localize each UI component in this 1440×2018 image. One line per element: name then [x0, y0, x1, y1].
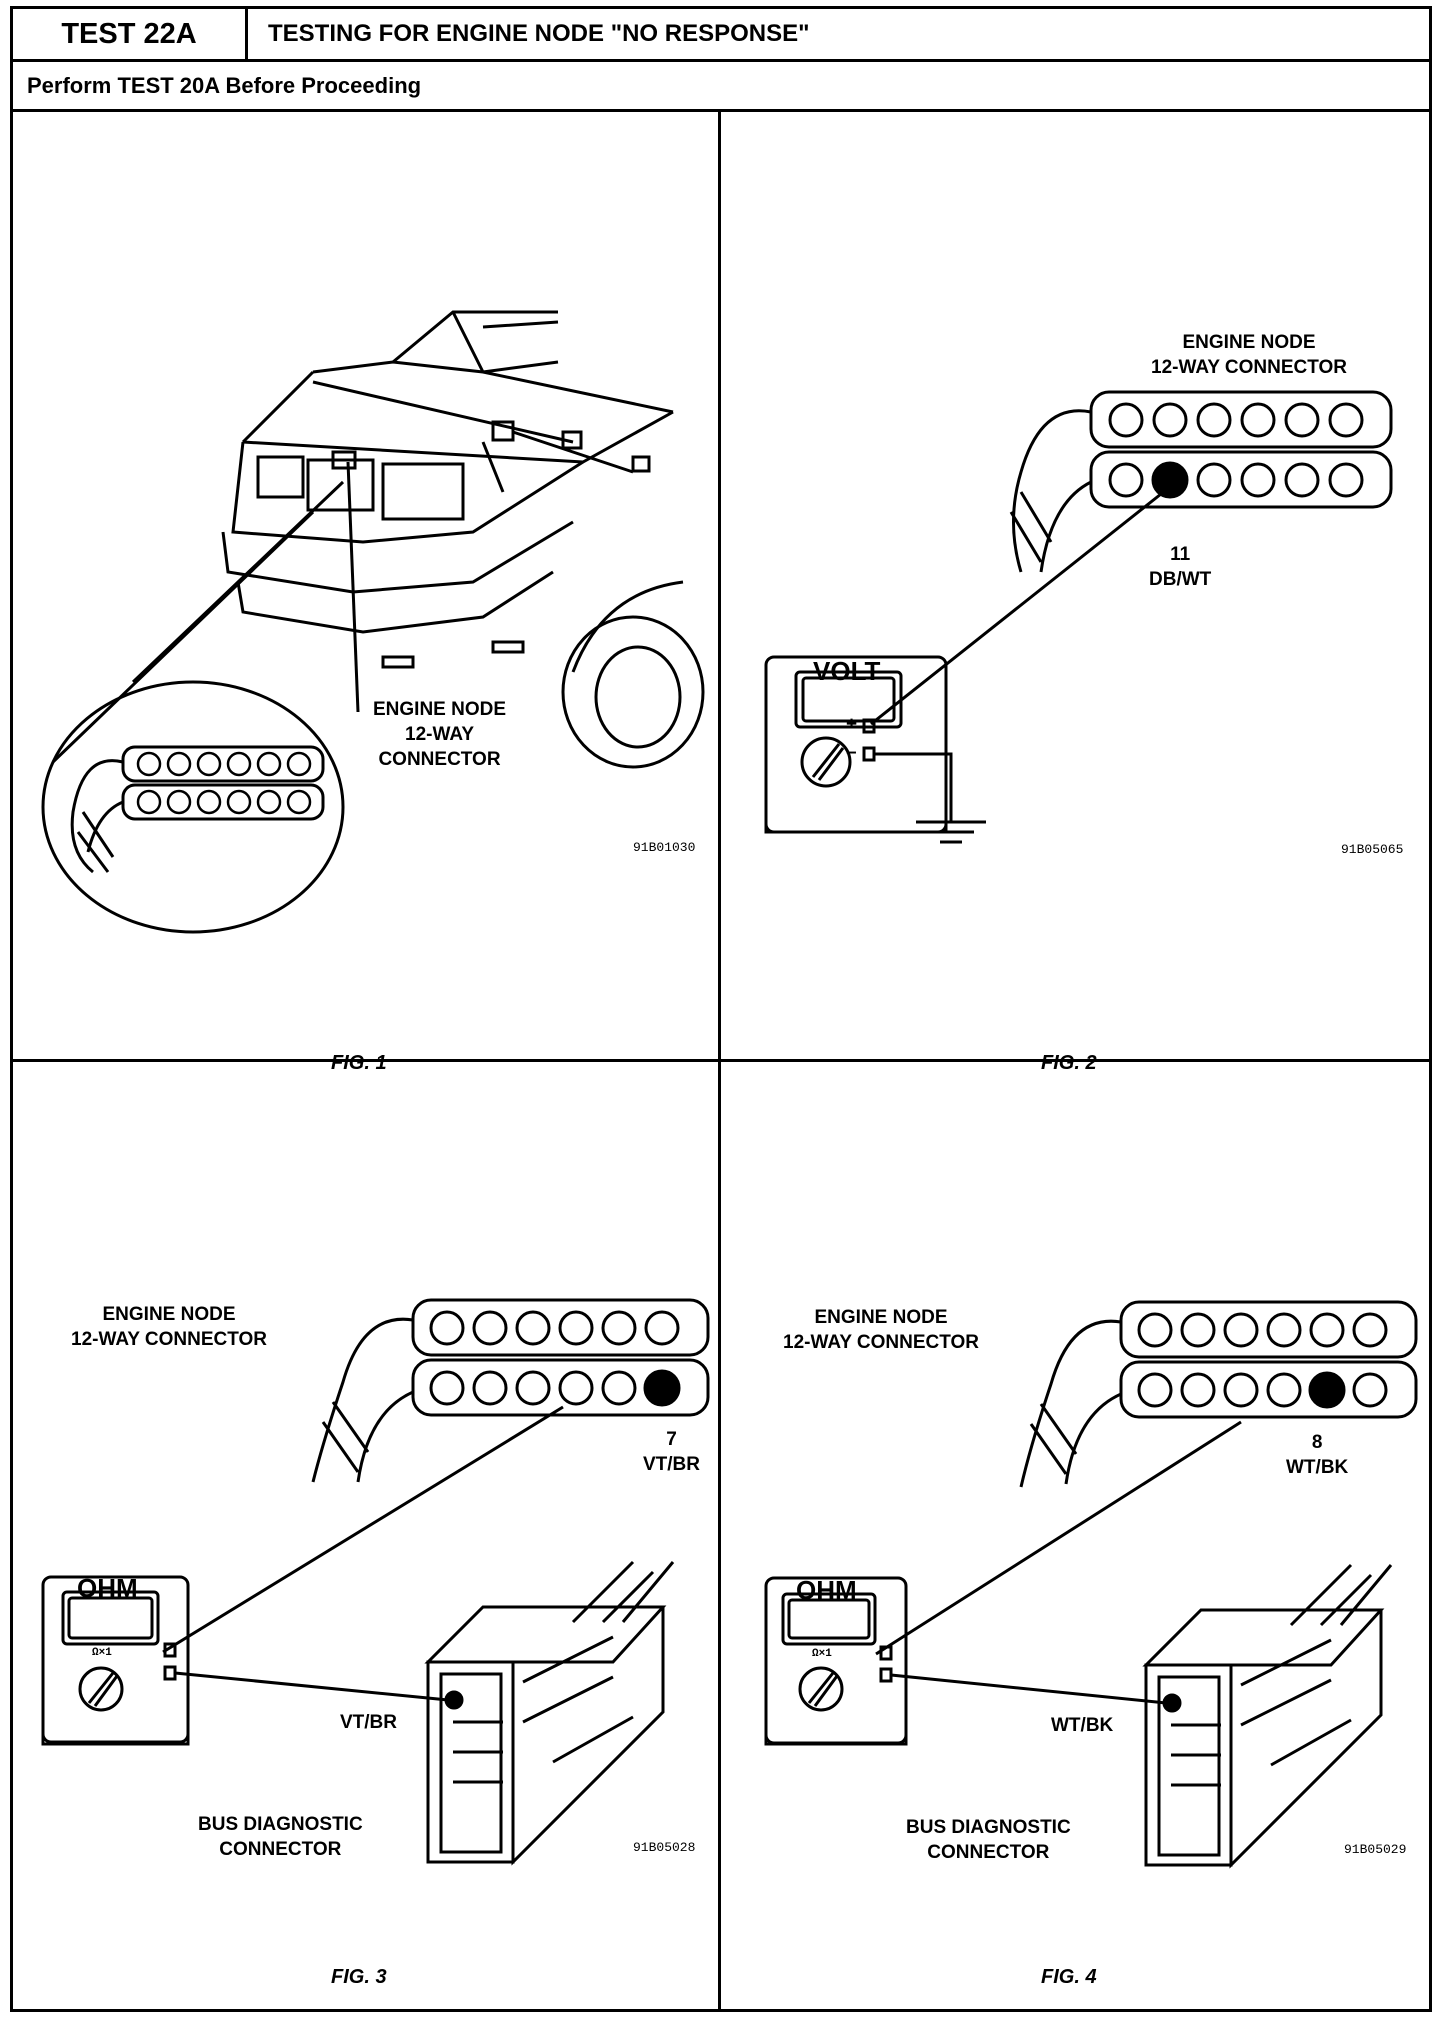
fig4-connector-label: ENGINE NODE 12-WAY CONNECTOR: [783, 1305, 979, 1355]
test-page: TEST 22A TESTING FOR ENGINE NODE "NO RES…: [10, 6, 1432, 2012]
label-line: CONNECTOR: [378, 749, 501, 770]
ohmmeter-display: OHM: [77, 1573, 138, 1603]
car-front-illustration: [41, 310, 705, 934]
wire-color: VT/BR: [643, 1454, 700, 1475]
prerequisite-note: Perform TEST 20A Before Proceeding: [13, 62, 1429, 112]
fig4-image-code: 91B05029: [1344, 1842, 1407, 1857]
label-line: CONNECTOR: [927, 1842, 1050, 1863]
fig3-panel: ENGINE NODE 12-WAY CONNECTOR 7 VT/BR OHM…: [13, 1062, 721, 2009]
wire-color: WT/BK: [1286, 1457, 1349, 1478]
label-line: BUS DIAGNOSTIC: [198, 1814, 363, 1835]
fig4-bus-label: BUS DIAGNOSTIC CONNECTOR: [906, 1815, 1071, 1865]
fig2-connector-label: ENGINE NODE 12-WAY CONNECTOR: [1151, 330, 1347, 380]
ohmmeter-test-diagram: [41, 1298, 710, 1866]
fig1-panel: ENGINE NODE 12-WAY CONNECTOR 91B01030 FI…: [13, 112, 721, 1074]
fig2-pin-label: 11 DB/WT: [1149, 542, 1211, 592]
label-line: BUS DIAGNOSTIC: [906, 1817, 1071, 1838]
fig4-panel: ENGINE NODE 12-WAY CONNECTOR 8 WT/BK OHM…: [721, 1062, 1429, 2009]
label-line: CONNECTOR: [219, 1839, 342, 1860]
fig3-pin-label: 7 VT/BR: [643, 1427, 700, 1477]
bus-pin-dot: [444, 1690, 464, 1710]
ohmmeter-range: Ω×1: [92, 1647, 112, 1659]
label-line: 12-WAY CONNECTOR: [1151, 357, 1348, 378]
fig2-caption: FIG. 2: [1041, 1052, 1097, 1074]
label-line: ENGINE NODE: [373, 699, 507, 720]
ohmmeter-range: Ω×1: [812, 1648, 832, 1660]
fig3-bus-label: BUS DIAGNOSTIC CONNECTOR: [198, 1812, 363, 1862]
ohmmeter-display: OHM: [796, 1575, 857, 1605]
label-line: ENGINE NODE: [1182, 332, 1316, 353]
fig2-image-code: 91B05065: [1341, 842, 1404, 857]
fig1-image-code: 91B01030: [633, 840, 696, 855]
bus-pin-dot: [1162, 1693, 1182, 1713]
fig3-bus-wire-color: VT/BR: [340, 1712, 397, 1733]
fig4-pin-label: 8 WT/BK: [1286, 1430, 1348, 1480]
label-line: 12-WAY CONNECTOR: [71, 1329, 268, 1350]
ohmmeter-test-diagram: [764, 1300, 1418, 1869]
pin-number: 8: [1311, 1432, 1323, 1453]
pin-number: 11: [1170, 544, 1191, 565]
plus-terminal-symbol: +: [846, 714, 858, 735]
label-line: ENGINE NODE: [814, 1307, 948, 1328]
fig3-connector-label: ENGINE NODE 12-WAY CONNECTOR: [71, 1302, 267, 1352]
wire-color: DB/WT: [1149, 569, 1212, 590]
voltmeter-display: VOLT: [813, 656, 881, 686]
pin-11-dot: [1151, 461, 1189, 499]
fig1-caption: FIG. 1: [331, 1052, 387, 1074]
pin-number: 7: [666, 1429, 677, 1450]
fig4-bus-wire-color: WT/BK: [1051, 1715, 1114, 1736]
test-title: TESTING FOR ENGINE NODE "NO RESPONSE": [248, 9, 1429, 62]
fig3-caption: FIG. 3: [331, 1966, 387, 1988]
pin-7-dot: [643, 1369, 681, 1407]
fig3-image-code: 91B05028: [633, 1840, 696, 1855]
label-line: 12-WAY: [405, 724, 475, 745]
pin-8-dot: [1308, 1371, 1346, 1409]
voltmeter-test-diagram: [764, 390, 1393, 844]
test-id: TEST 22A: [13, 9, 248, 62]
fig2-panel: ENGINE NODE 12-WAY CONNECTOR 11 DB/WT VO…: [721, 112, 1429, 1074]
label-line: 12-WAY CONNECTOR: [783, 1332, 980, 1353]
minus-terminal-symbol: –: [846, 742, 857, 763]
fig1-connector-label: ENGINE NODE 12-WAY CONNECTOR: [373, 697, 506, 772]
label-line: ENGINE NODE: [102, 1304, 236, 1325]
fig4-caption: FIG. 4: [1041, 1966, 1097, 1988]
